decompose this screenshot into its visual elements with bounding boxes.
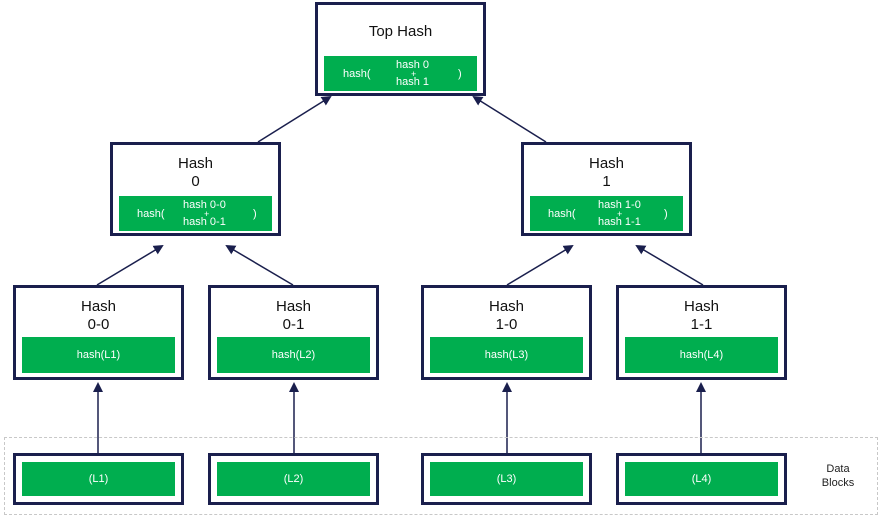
formula-line1: hash 0-0 — [183, 199, 226, 211]
hash-1-0-node: Hash 1-0 hash(L3) — [421, 285, 592, 380]
hash-1-formula: hash( hash 1-0 + hash 1-1 ) — [530, 196, 683, 231]
hash-1-title-line1: Hash — [588, 155, 625, 172]
formula-plus: + — [204, 209, 210, 219]
hash-0-node: Hash 0 hash( hash 0-0 + hash 0-1 ) — [110, 142, 281, 236]
formula-line1: hash 1-0 — [598, 199, 641, 211]
arrow-hash0-to-top — [257, 95, 332, 143]
formula-close: ) — [253, 208, 257, 220]
data-blocks-label: Data Blocks — [821, 463, 855, 489]
hash-0-0-title-line1: Hash — [80, 298, 117, 315]
top-hash-title: Top Hash — [368, 23, 433, 40]
hash-1-0-title-line1: Hash — [488, 298, 525, 315]
hash-0-1-value: hash(L2) — [217, 337, 370, 373]
hash-0-formula: hash( hash 0-0 + hash 0-1 ) — [119, 196, 272, 231]
formula-line2: hash 1 — [396, 76, 430, 88]
top-hash-formula: hash( hash 0 + hash 1 ) — [324, 56, 477, 91]
hash-0-0-title-line2: 0-0 — [87, 316, 110, 333]
data-block-L1: (L1) — [13, 453, 184, 505]
hash-1-1-title-line2: 1-1 — [690, 316, 713, 333]
hash-0-title-line1: Hash — [177, 155, 214, 172]
hash-1-1-node: Hash 1-1 hash(L4) — [616, 285, 787, 380]
data-blocks-zone — [4, 437, 878, 515]
formula-line1: hash 0 — [396, 59, 430, 71]
arrow-hash01-to-hash0 — [225, 244, 294, 286]
formula-func: hash( — [137, 208, 165, 220]
hash-0-0-value: hash(L1) — [22, 337, 175, 373]
top-hash-node: Top Hash hash( hash 0 + hash 1 ) — [315, 2, 486, 96]
arrow-hash11-to-hash1 — [635, 244, 704, 286]
hash-1-title-line2: 1 — [602, 173, 611, 190]
hash-0-title-line2: 0 — [191, 173, 200, 190]
hash-1-0-value: hash(L3) — [430, 337, 583, 373]
data-block-L2-label: (L2) — [283, 473, 304, 485]
formula-plus: + — [411, 69, 417, 79]
data-block-L3: (L3) — [421, 453, 592, 505]
hash-0-0-node: Hash 0-0 hash(L1) — [13, 285, 184, 380]
formula-plus: + — [617, 209, 623, 219]
hash-1-1-title-line1: Hash — [683, 298, 720, 315]
arrow-hash10-to-hash1 — [506, 244, 574, 286]
data-block-L4: (L4) — [616, 453, 787, 505]
formula-func: hash( — [343, 68, 371, 80]
formula-close: ) — [664, 208, 668, 220]
formula-func: hash( — [548, 208, 576, 220]
data-block-L3-label: (L3) — [496, 473, 517, 485]
arrow-hash1-to-top — [472, 95, 547, 143]
hash-1-1-value: hash(L4) — [625, 337, 778, 373]
hash-0-1-node: Hash 0-1 hash(L2) — [208, 285, 379, 380]
hash-1-node: Hash 1 hash( hash 1-0 + hash 1-1 ) — [521, 142, 692, 236]
hash-1-0-title-line2: 1-0 — [495, 316, 518, 333]
data-block-L1-label: (L1) — [88, 473, 109, 485]
data-block-L2: (L2) — [208, 453, 379, 505]
hash-0-1-title-line1: Hash — [275, 298, 312, 315]
data-block-L4-label: (L4) — [691, 473, 712, 485]
formula-line2: hash 0-1 — [183, 216, 226, 228]
formula-close: ) — [458, 68, 462, 80]
hash-0-1-title-line2: 0-1 — [282, 316, 305, 333]
arrow-hash00-to-hash0 — [96, 244, 164, 286]
formula-line2: hash 1-1 — [598, 216, 641, 228]
